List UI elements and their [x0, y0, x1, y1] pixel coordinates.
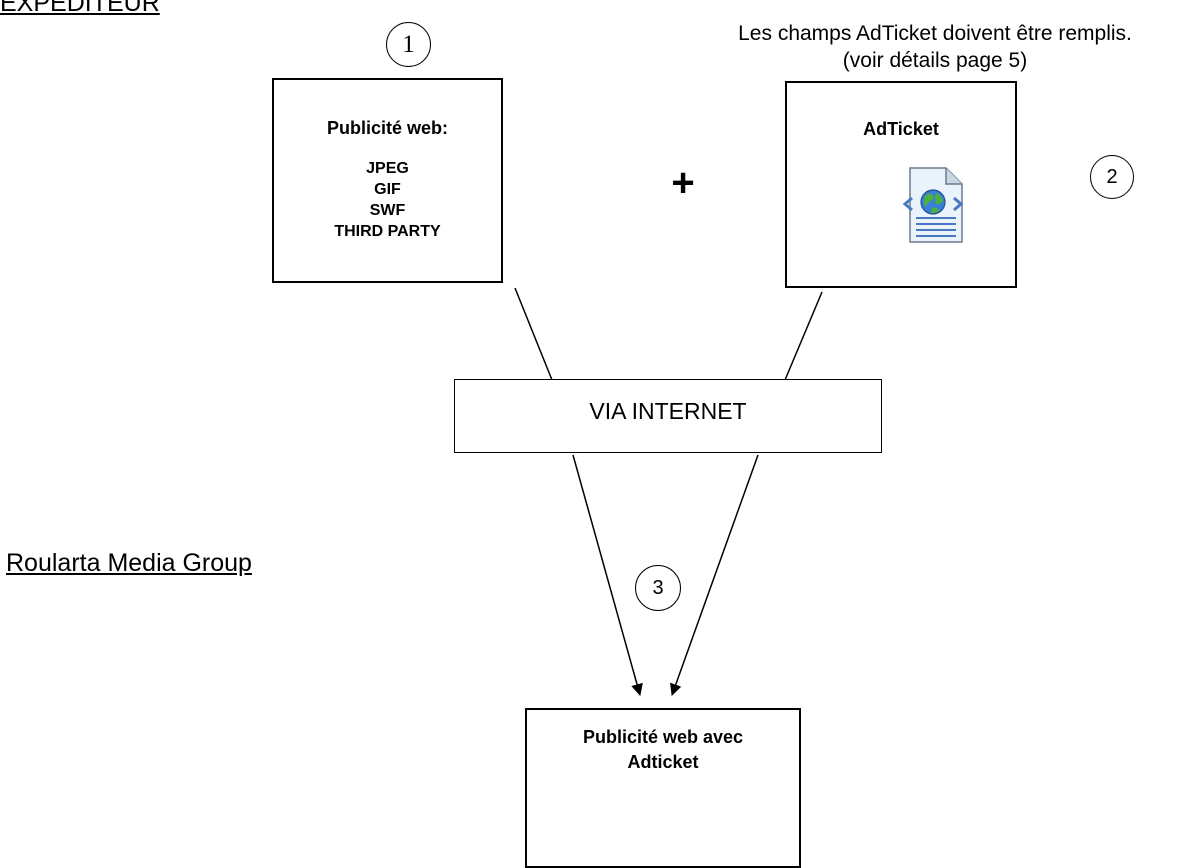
format-item: JPEG: [366, 160, 409, 177]
adticket-box: AdTicket: [785, 81, 1017, 288]
format-item: THIRD PARTY: [334, 223, 441, 240]
receiver-section-label: Roularta Media Group: [6, 549, 252, 577]
web-ad-title: Publicité web:: [326, 118, 449, 138]
format-item: SWF: [369, 202, 406, 219]
line-ad-to-internet: [514, 287, 553, 381]
sender-section-label: EXPEDITEUR: [0, 0, 160, 17]
step-1-marker: 1: [386, 22, 431, 67]
via-internet-box: VIA INTERNET: [454, 379, 882, 453]
result-title-line-1: Publicité web avec: [582, 727, 744, 747]
result-title-line-2: Adticket: [627, 752, 699, 772]
result-title: Publicité web avec Adticket: [527, 725, 799, 775]
line-adticket-to-internet: [784, 291, 823, 381]
adticket-note: Les champs AdTicket doivent être remplis…: [680, 20, 1190, 74]
plus-sign: +: [671, 161, 695, 205]
result-box: Publicité web avec Adticket: [525, 708, 801, 868]
arrow-internet-to-result-right: [670, 454, 759, 696]
web-ad-box: Publicité web: JPEG GIF SWF THIRD PARTY: [272, 78, 503, 283]
adticket-note-line-2: (voir détails page 5): [842, 49, 1028, 72]
web-ad-formats: JPEG GIF SWF THIRD PARTY: [274, 158, 501, 242]
via-internet-label: VIA INTERNET: [589, 398, 747, 424]
web-document-icon: [902, 167, 964, 243]
format-item: GIF: [374, 181, 401, 198]
adticket-title: AdTicket: [863, 119, 939, 139]
arrow-internet-to-result-left: [572, 454, 643, 696]
adticket-note-line-1: Les champs AdTicket doivent être remplis…: [738, 22, 1132, 45]
step-2-marker: 2: [1090, 155, 1134, 199]
step-3-marker: 3: [635, 565, 681, 611]
